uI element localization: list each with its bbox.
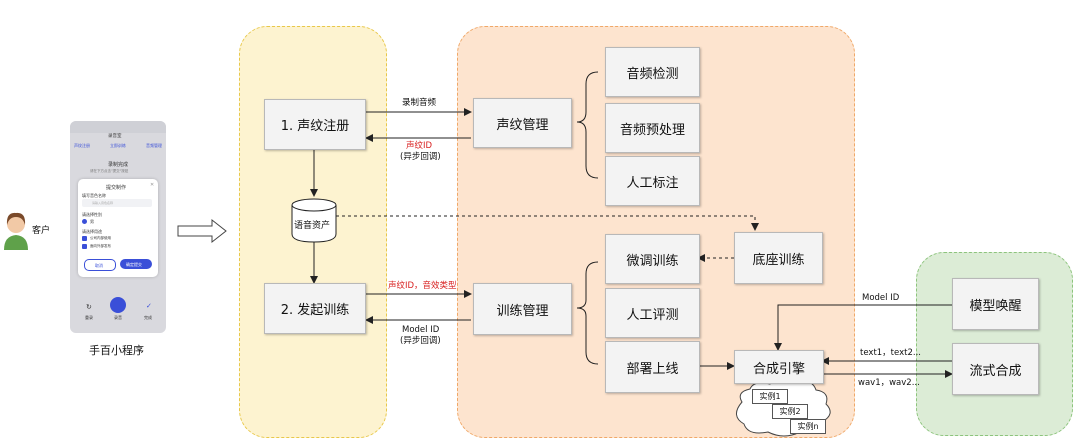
dialog-field-label-2: 请选择性别 — [82, 212, 102, 217]
edge-label-model-id-callback: Model ID — [402, 325, 440, 335]
dialog-name-input[interactable]: 请输入音色名称 — [82, 199, 152, 207]
checkbox-icon[interactable] — [82, 244, 87, 249]
phone-tab-2[interactable]: 立即训练 — [110, 143, 126, 148]
deploy-box: 部署上线 — [605, 341, 700, 393]
dialog-field-label-3: 请选择用途 — [82, 229, 102, 234]
checkbox-icon[interactable] — [82, 236, 87, 241]
voice-mgmt-box: 声纹管理 — [473, 98, 572, 148]
edge-label-text-in: text1，text2... — [860, 348, 921, 358]
brace-voice-mgmt — [576, 71, 599, 179]
stream-synth-box: 流式合成 — [952, 343, 1039, 395]
manual-label-box: 人工标注 — [605, 156, 700, 206]
dialog-submit-button[interactable]: 确定提交 — [120, 259, 152, 269]
dialog-title: 提交制作 — [106, 185, 127, 191]
phone-nav-title: 录音室 — [108, 134, 122, 139]
phone-heading: 录制完成 — [108, 162, 129, 168]
audio-check-box: 音频检测 — [605, 47, 700, 97]
instance-1: 实例1 — [752, 389, 788, 404]
brace-train-mgmt — [576, 261, 599, 365]
start-training-box: 2. 发起训练 — [264, 283, 366, 334]
base-training-box: 底座训练 — [734, 232, 823, 284]
audio-preprocess-box: 音频预处理 — [605, 103, 700, 153]
record-button[interactable] — [110, 297, 126, 313]
edge-label-async-1: (异步回调) — [400, 152, 441, 162]
mini-program-screenshot: 录音室 声纹注册 立即训练 音频管理 录制完成 请在下方点击"提交"按钮 提交制… — [70, 121, 166, 333]
edge-label-record-audio: 录制音频 — [402, 98, 437, 108]
model-wakeup-box: 模型唤醒 — [952, 278, 1039, 330]
voice-assets-label: 语音资产 — [294, 221, 331, 231]
mini-program-label: 手百小程序 — [89, 344, 144, 357]
phone-tab-3[interactable]: 音频管理 — [146, 143, 162, 148]
edge-label-wav-out: wav1，wav2... — [858, 378, 920, 388]
train-mgmt-box: 训练管理 — [473, 283, 572, 335]
dialog-field-label-1: 填写音色名称 — [82, 193, 106, 198]
edge-model-id — [774, 304, 952, 351]
dialog-cancel-button[interactable]: 取消 — [84, 259, 116, 271]
voice-register-box: 1. 声纹注册 — [264, 99, 366, 150]
synth-engine-box: 合成引擎 — [734, 350, 824, 384]
instance-2: 实例2 — [772, 404, 808, 419]
customer-to-app-arrow — [177, 218, 227, 244]
check-icon[interactable]: ✓ — [146, 302, 152, 310]
edge-label-train-params: 声纹ID，音效类型 — [388, 281, 457, 291]
dialog-close-icon[interactable]: ✕ — [150, 182, 155, 188]
edge-assets-base-training — [336, 215, 759, 231]
edge-label-model-id: Model ID — [862, 293, 900, 303]
manual-eval-box: 人工评测 — [605, 288, 700, 338]
edge-label-voice-id: 声纹ID — [406, 141, 433, 151]
radio-icon[interactable] — [82, 219, 87, 224]
phone-tab-1[interactable]: 声纹注册 — [74, 143, 90, 148]
customer-avatar — [2, 208, 30, 250]
database-icon — [291, 198, 337, 243]
person-icon — [4, 212, 28, 250]
edge-label-async-2: (异步回调) — [400, 336, 441, 346]
submit-dialog: 提交制作 ✕ 填写音色名称 请输入音色名称 请选择性别 男 请选择用途 公司内部… — [78, 179, 158, 277]
instance-n: 实例n — [790, 419, 826, 434]
rerecord-icon[interactable]: ↻ — [86, 303, 92, 311]
customer-label: 客户 — [32, 226, 51, 236]
phone-subheading: 请在下方点击"提交"按钮 — [90, 169, 129, 173]
finetune-box: 微调训练 — [605, 234, 700, 284]
